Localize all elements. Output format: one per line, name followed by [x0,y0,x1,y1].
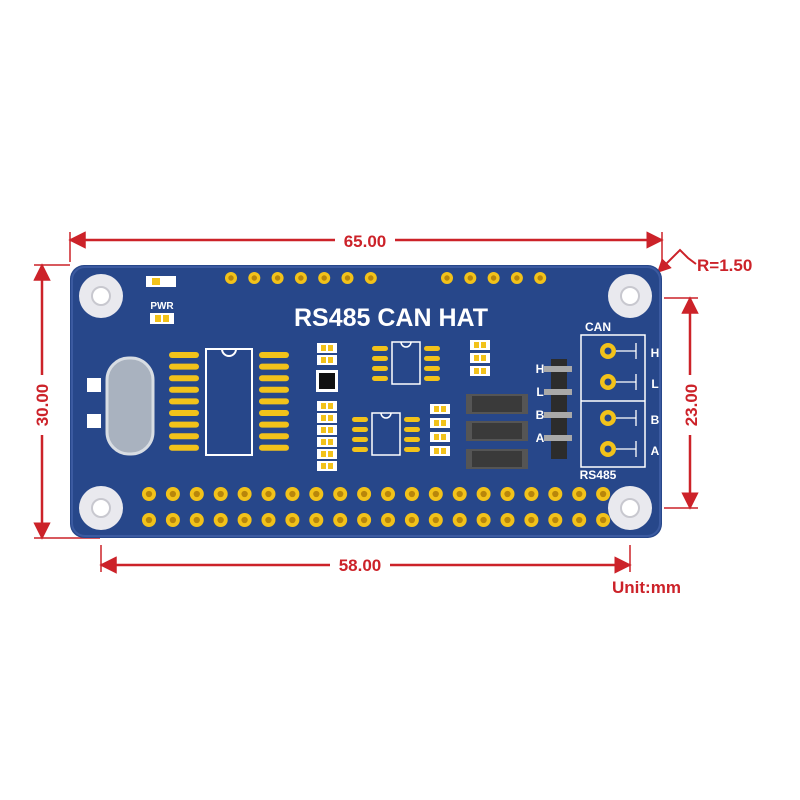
can-controller-chip [169,348,289,456]
smd-resistor [317,413,337,423]
resistor-stack-right [470,340,490,376]
chip-pin [169,375,199,382]
smd-resistor [317,461,337,471]
header-pin-h: H [536,362,545,376]
hole-spacing-x-label: 58.00 [339,556,382,575]
smd-resistor [430,446,450,456]
chip-pin [169,410,199,416]
capacitor-c1 [87,378,101,392]
smd-component-column [317,343,337,471]
chip-pin [259,386,289,393]
smd-resistor [470,366,490,376]
chip-pin [169,363,199,370]
smd-resistor [317,355,337,365]
chip-pin [352,417,368,422]
smd-resistor [317,343,337,353]
corner-radius-label: R=1.50 [697,256,752,275]
chip-pin [259,410,289,416]
terminal-pin-a: A [651,444,660,458]
pin-header: H L B A [536,359,572,459]
transistor [319,373,335,389]
chip-pin [352,447,368,452]
smd-resistor [317,437,337,447]
radius-leader [657,248,697,273]
unit-label: Unit:mm [612,578,681,597]
chip-pin [169,444,199,451]
smd-resistor [470,353,490,363]
chip-pin [169,398,199,405]
chip-pin [404,447,420,452]
pwr-led [146,276,176,287]
chip-pin [259,433,289,440]
crystal-oscillator [105,356,155,456]
chip-pin [372,366,388,371]
chip-pin [259,398,289,405]
header-pin-b: B [536,408,545,422]
chip-pin [404,417,420,422]
terminal-pin-b: B [651,413,660,427]
chip-pin [404,427,420,432]
smd-resistor [430,404,450,414]
top-pads-left [225,272,377,284]
top-pads-right [441,272,547,284]
chip-pin [372,376,388,381]
chip-pin [372,346,388,351]
pwr-resistor [150,313,174,324]
header-pin-l: L [536,385,543,399]
chip-pin [424,346,440,351]
chip-pin [352,427,368,432]
header-pin-a: A [536,431,545,445]
can-label: CAN [585,320,611,334]
screw-terminal [580,334,646,468]
chip-pin [259,444,289,451]
chip-pin [169,352,199,358]
smd-resistor [470,340,490,350]
screw-terminal-pads: H L B A [600,343,660,458]
chip-pin [259,421,289,428]
terminal-pin-h: H [651,346,660,360]
board-body [70,265,662,538]
smd-resistor [317,425,337,435]
chip-pin [169,421,199,428]
hole-spacing-y-label: 23.00 [682,384,701,427]
gpio-40-pin-header [142,487,611,527]
height-label: 30.00 [33,384,52,427]
chip-pin [372,356,388,361]
rs485-label: RS485 [580,468,617,482]
chip-pin [259,363,289,370]
capacitor-c2 [87,414,101,428]
pwr-label: PWR [150,301,174,312]
width-label: 65.00 [344,232,387,251]
pcb-board: RS485 CAN HAT PWR CAN RS485 [70,265,662,538]
chip-pin [169,386,199,393]
chip-pin [404,437,420,442]
chip-pin [352,437,368,442]
can-transceiver-chip [352,412,420,456]
chip-pin [259,352,289,358]
smd-resistor [317,401,337,411]
rs485-transceiver-chip [372,341,440,385]
mounting-holes [79,274,652,530]
terminal-pin-l: L [651,377,658,391]
chip-pin [424,356,440,361]
board-title: RS485 CAN HAT [294,304,488,332]
resistor-stack-mid [430,404,450,456]
protection-diodes [466,394,528,469]
chip-pin [259,375,289,382]
chip-pin [424,366,440,371]
smd-resistor [430,418,450,428]
smd-resistor [317,449,337,459]
chip-pin [424,376,440,381]
smd-resistor [430,432,450,442]
chip-pin [169,433,199,440]
